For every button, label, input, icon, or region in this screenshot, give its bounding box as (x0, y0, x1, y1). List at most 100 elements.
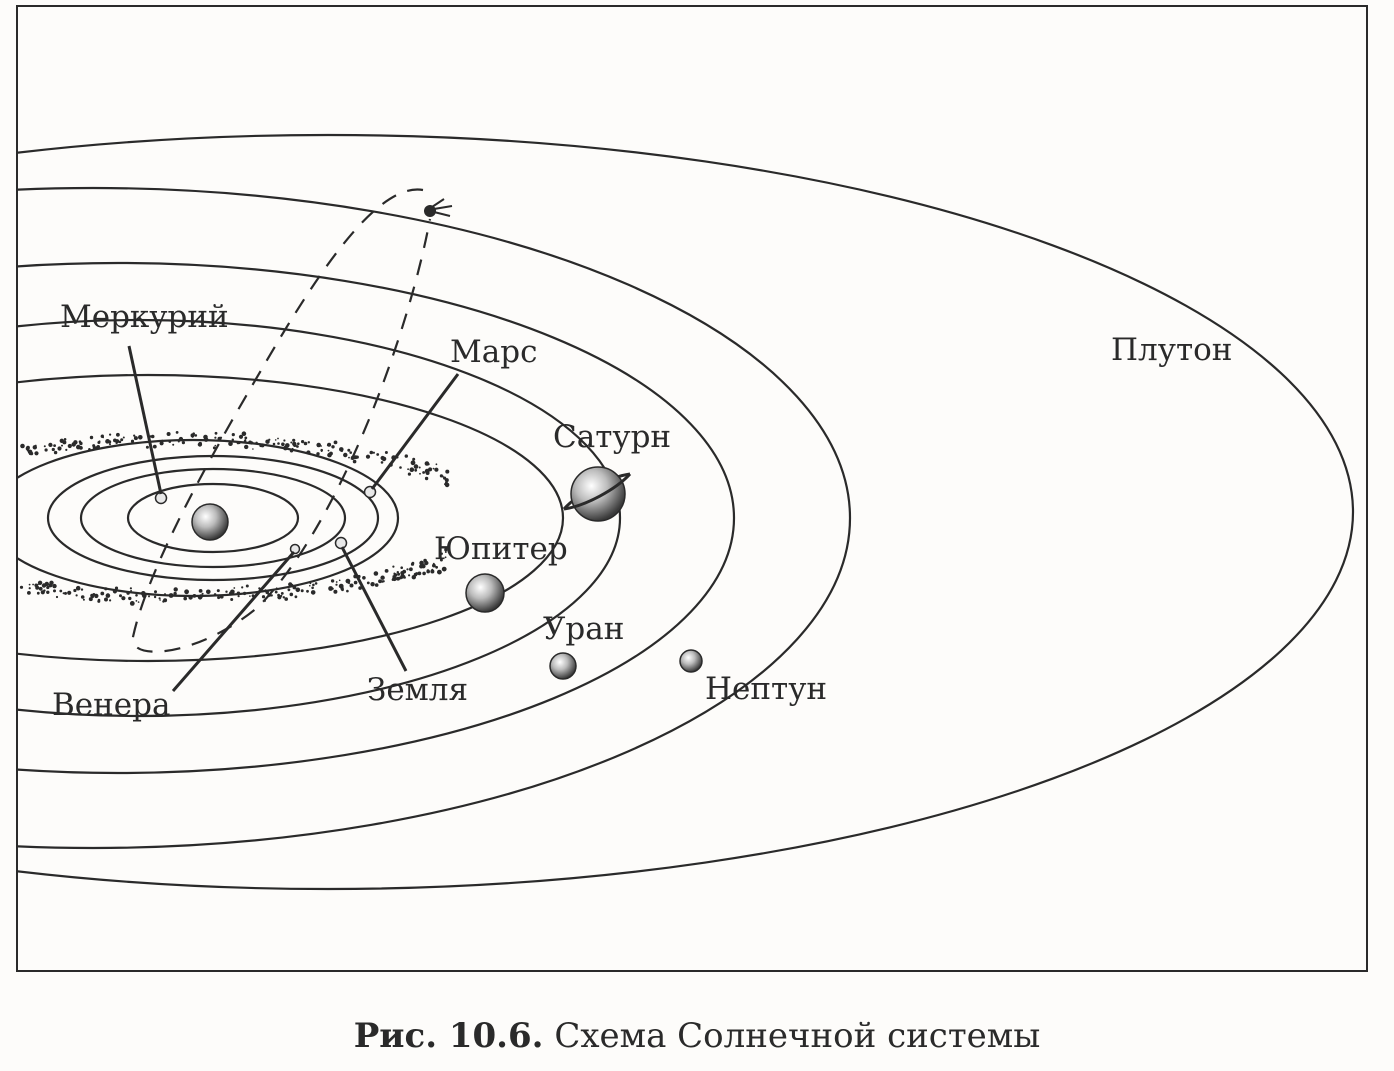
asteroid (97, 598, 101, 602)
asteroid (333, 440, 338, 445)
asteroid (346, 589, 349, 593)
asteroid (71, 442, 76, 447)
asteroid (294, 595, 298, 599)
asteroid (135, 594, 138, 597)
asteroid (267, 593, 272, 597)
asteroid (214, 444, 217, 447)
asteroid (109, 443, 111, 446)
asteroid (150, 434, 155, 439)
asteroid (116, 432, 120, 437)
asteroid (432, 467, 435, 470)
asteroid (204, 436, 207, 440)
label-jupiter: Юпитер (434, 531, 568, 567)
asteroid (44, 448, 48, 452)
asteroid (316, 442, 322, 448)
asteroid (331, 445, 335, 449)
asteroid (37, 580, 43, 585)
asteroid (115, 441, 118, 445)
orbit-pluto (18, 134, 1354, 890)
asteroid (431, 568, 434, 571)
comet-orbit (131, 188, 432, 653)
asteroid (67, 590, 72, 595)
asteroid (32, 583, 34, 586)
asteroid (426, 569, 430, 573)
asteroid (296, 445, 299, 448)
label-neptune: Нептун (705, 671, 827, 707)
asteroid (301, 440, 305, 444)
asteroid (244, 436, 248, 440)
asteroid (34, 451, 39, 456)
asteroid (27, 591, 31, 595)
asteroid (265, 439, 270, 444)
asteroid (289, 592, 294, 597)
asteroid (288, 582, 293, 587)
asteroid (65, 448, 68, 451)
asteroid (38, 586, 43, 591)
asteroid (75, 585, 81, 591)
asteroid (46, 590, 50, 594)
asteroid (73, 588, 77, 593)
asteroid (232, 593, 235, 596)
asteroid (380, 461, 384, 464)
asteroid (219, 594, 224, 599)
asteroid (201, 592, 204, 595)
asteroid (380, 575, 385, 580)
asteroid (26, 445, 30, 450)
asteroid (137, 601, 140, 603)
asteroid (49, 580, 54, 585)
asteroid (130, 589, 132, 592)
asteroid (34, 444, 37, 447)
asteroid (402, 569, 407, 574)
asteroid (112, 589, 117, 594)
label-venus: Венера (52, 687, 170, 723)
asteroid (94, 593, 99, 599)
asteroid (158, 597, 161, 600)
asteroid (90, 593, 94, 598)
asteroid (104, 597, 108, 602)
asteroid (129, 601, 135, 606)
asteroid (163, 599, 167, 602)
asteroid (408, 574, 411, 577)
asteroid (130, 439, 135, 443)
asteroid (126, 591, 130, 595)
asteroid (392, 576, 397, 582)
asteroid (50, 444, 53, 447)
asteroid (444, 551, 447, 553)
asteroid (249, 595, 251, 597)
asteroid (181, 441, 185, 445)
asteroid (217, 596, 221, 600)
asteroid (407, 468, 409, 471)
asteroid (230, 589, 235, 595)
asteroid (216, 589, 220, 593)
asteroid (430, 569, 435, 574)
asteroid (384, 451, 388, 454)
asteroid-belt (19, 431, 450, 606)
asteroid (396, 576, 400, 581)
orbit-neptune (18, 186, 851, 850)
asteroid (264, 589, 267, 592)
asteroid (320, 445, 323, 447)
asteroid (61, 444, 63, 447)
asteroid (89, 435, 94, 440)
asteroid (260, 443, 265, 448)
solar-system-diagram: Меркурий Венера Земля Марс Юпитер Сатурн… (18, 134, 1354, 890)
asteroid (409, 467, 415, 473)
asteroid (36, 591, 40, 595)
asteroid (362, 576, 366, 580)
asteroid (79, 446, 83, 450)
asteroid (326, 443, 330, 447)
asteroid (53, 450, 58, 455)
leader-venus (171, 551, 296, 692)
asteroid (320, 448, 324, 452)
asteroid (46, 585, 50, 590)
asteroid (295, 587, 301, 593)
asteroid (381, 456, 387, 462)
asteroid (255, 441, 258, 444)
figure-number: Рис. 10.6. (353, 1016, 544, 1056)
label-earth: Земля (367, 672, 468, 708)
leader-mars (370, 373, 460, 490)
asteroid (424, 476, 429, 481)
asteroid (102, 436, 104, 439)
asteroid (199, 595, 202, 598)
asteroid (206, 589, 211, 595)
